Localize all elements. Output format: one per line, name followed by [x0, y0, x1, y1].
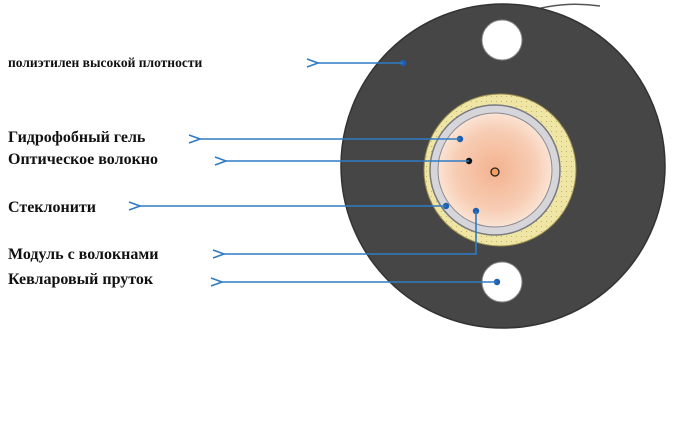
label-gel: Гидрофобный гель: [8, 129, 146, 146]
label-kevlar: Кевларовый пруток: [8, 271, 154, 288]
label-fiber: Оптическое волокно: [8, 151, 158, 168]
arrow-module: [224, 211, 477, 254]
optical-fiber: [490, 167, 500, 177]
label-yarn: Стеклонити: [8, 199, 96, 216]
leader-arrows: [140, 63, 497, 282]
cable-cross-section: [340, 3, 666, 329]
label-module: Модуль с волокнами: [8, 246, 159, 263]
kevlar-rod-top: [481, 19, 523, 61]
labels: полиэтилен высокой плотности Гидрофобный…: [8, 55, 202, 288]
label-hdpe: полиэтилен высокой плотности: [8, 55, 202, 70]
